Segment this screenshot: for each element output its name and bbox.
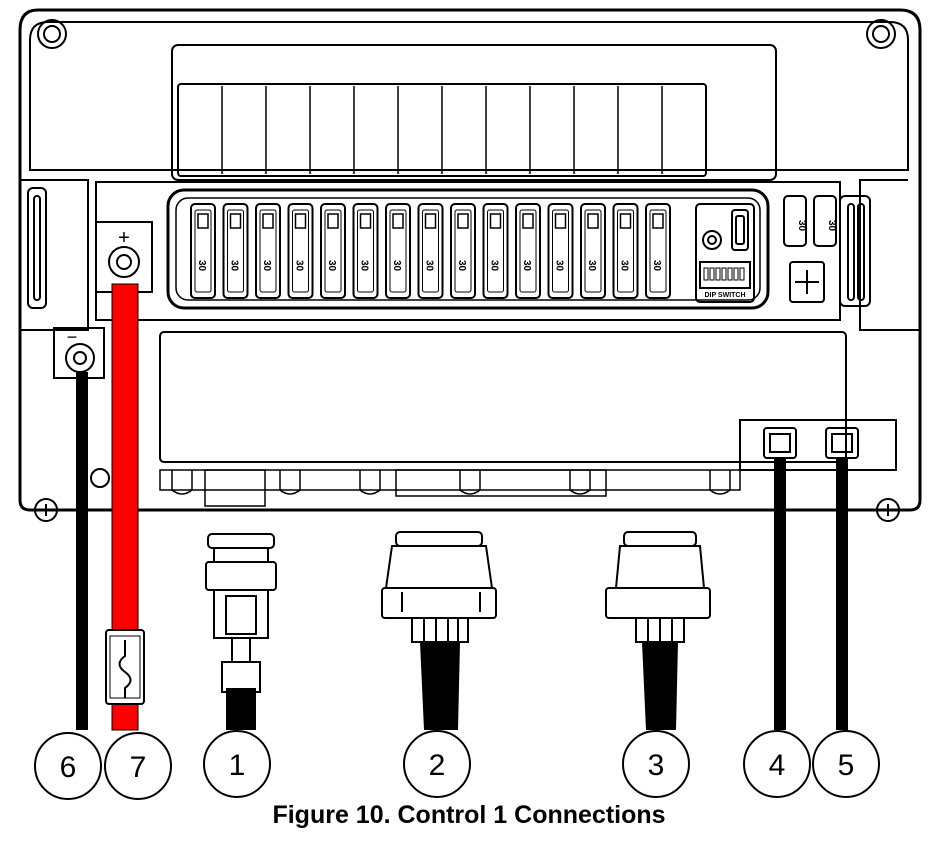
- cable-4: [774, 458, 786, 730]
- callout-4: 4: [743, 730, 811, 798]
- callout-5-label: 5: [838, 749, 855, 782]
- callout-1: 1: [203, 730, 271, 798]
- mounting-holes: [34, 19, 900, 522]
- fuse-rating-label: 30: [456, 260, 467, 272]
- fuse-rating-label: 30: [229, 260, 240, 272]
- callout-1-label: 1: [229, 749, 246, 782]
- connector-3: [605, 531, 711, 643]
- connector-1-cable: [226, 688, 256, 730]
- ground-cable-6: [76, 372, 88, 730]
- blade-fuse[interactable]: 30: [190, 203, 216, 299]
- fuse-rating-label: 30: [586, 260, 597, 272]
- blade-fuse[interactable]: 30: [515, 203, 541, 299]
- blade-fuse[interactable]: 30: [222, 203, 249, 299]
- figure-caption: Figure 10. Control 1 Connections: [272, 801, 666, 829]
- side-fuse-label-1: 30: [796, 220, 807, 232]
- negative-terminal: [53, 327, 105, 379]
- fuse-rating-label: 30: [326, 260, 337, 272]
- blade-fuse[interactable]: 30: [450, 203, 476, 299]
- blade-fuse[interactable]: 30: [482, 203, 509, 299]
- callout-7: 7: [104, 732, 172, 800]
- blade-fuse[interactable]: 30: [385, 203, 411, 299]
- callout-2-label: 2: [429, 749, 446, 782]
- blade-fuse[interactable]: 30: [612, 203, 639, 299]
- top-vent-slots: [221, 86, 663, 174]
- callout-6-label: 6: [60, 751, 77, 784]
- fuse-rating-label: 30: [619, 260, 630, 272]
- fuse-rating-label: 30: [554, 260, 565, 272]
- side-fuse-holders: [783, 195, 837, 303]
- indicator-led: [702, 230, 722, 250]
- connector-3-cable: [642, 642, 678, 730]
- callout-3-label: 3: [648, 749, 665, 782]
- callout-4-label: 4: [769, 749, 786, 782]
- blade-fuse[interactable]: 30: [352, 203, 379, 299]
- fuse-rating-label: 30: [261, 260, 272, 272]
- blade-fuse[interactable]: 30: [320, 203, 346, 299]
- fuse-rating-label: 30: [424, 260, 435, 272]
- callout-2: 2: [403, 730, 471, 798]
- blade-fuse[interactable]: 30: [287, 203, 314, 299]
- callout-7-label: 7: [130, 751, 147, 784]
- fuse-rating-label: 30: [294, 260, 305, 272]
- bottom-tabs: [171, 469, 731, 507]
- cable-gland-5: [825, 427, 859, 459]
- fuse-rating-label: 30: [521, 260, 532, 272]
- mounting-hole-top-left: [37, 19, 67, 49]
- callout-6: 6: [34, 732, 102, 800]
- mounting-hole-bottom-right: [876, 498, 900, 522]
- blade-fuse[interactable]: 30: [547, 203, 574, 299]
- mounting-hole-bottom-left: [34, 498, 58, 522]
- positive-symbol: +: [118, 227, 130, 249]
- connector-2: [381, 531, 497, 643]
- cable-5: [836, 458, 848, 730]
- fuse-rating-label: 30: [651, 260, 662, 272]
- cable-gland-4: [763, 427, 797, 459]
- dip-switch-label: DIP SWITCH: [704, 292, 745, 299]
- inline-fuse: [105, 629, 145, 705]
- usb-port: [731, 209, 749, 251]
- fuse-rating-label: 30: [196, 260, 207, 272]
- blade-fuse[interactable]: 30: [645, 203, 671, 299]
- dip-switch: [699, 261, 751, 289]
- blade-fuse[interactable]: 30: [580, 203, 606, 299]
- connector-1: [205, 533, 277, 693]
- controller-housing: [18, 8, 922, 512]
- connector-2-cable: [420, 642, 460, 730]
- fuse-panel: 30 30 30 30 30 30 30 30 30 30 30 30 30 30 30 DIP SWITC…: [166, 188, 837, 310]
- accessory-port: [695, 203, 755, 303]
- blade-fuse[interactable]: 30: [417, 203, 444, 299]
- fuse-rating-label: 30: [359, 260, 370, 272]
- fuse-rating-label: 30: [489, 260, 500, 272]
- fuse-row: 30 30 30 30 30 30 30 30 30 30 30 30 30 30 30: [190, 203, 671, 299]
- side-fuse-label-2: 30: [826, 220, 837, 232]
- negative-symbol: −: [67, 327, 78, 347]
- callout-5: 5: [812, 730, 880, 798]
- callout-3: 3: [622, 730, 690, 798]
- fuse-rating-label: 30: [391, 260, 402, 272]
- mounting-hole-top-right: [866, 19, 896, 49]
- blade-fuse[interactable]: 30: [255, 203, 281, 299]
